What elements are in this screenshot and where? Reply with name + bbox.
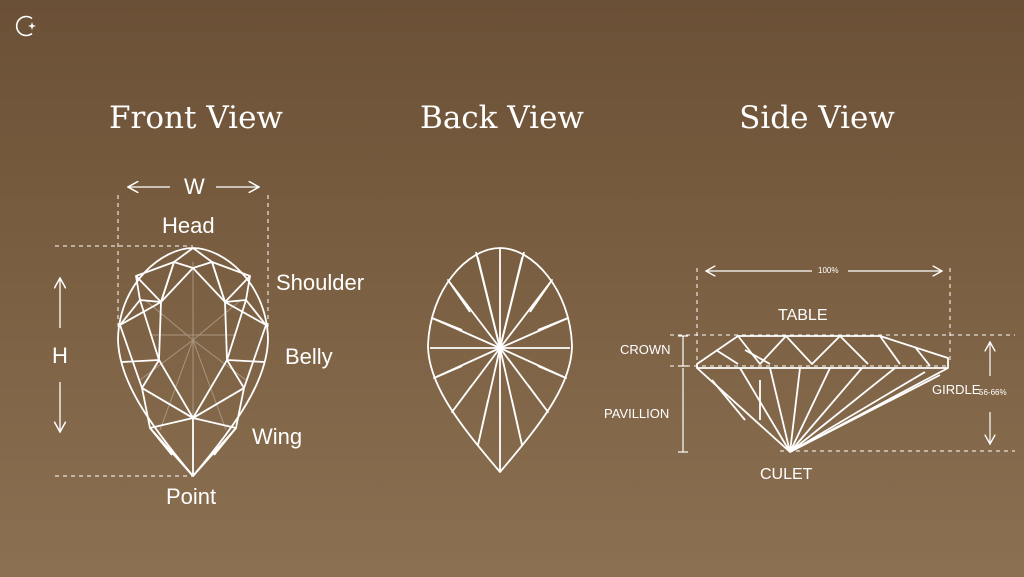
side-view-diagram <box>670 268 1015 453</box>
back-view-title: Back View <box>420 100 584 136</box>
front-facets <box>117 247 269 477</box>
head-label: Head <box>162 213 215 238</box>
width-label: W <box>184 174 205 199</box>
front-view-diagram <box>55 187 269 477</box>
shoulder-label: Shoulder <box>276 270 365 295</box>
culet-label: CULET <box>760 466 813 483</box>
moon-star-icon <box>15 15 36 37</box>
front-faint-facets <box>139 262 247 465</box>
back-view-diagram <box>427 247 573 473</box>
crown-bracket <box>678 335 688 367</box>
total-width-label: 100% <box>818 266 839 275</box>
height-label: H <box>52 343 68 368</box>
front-dimension-guides <box>55 195 269 477</box>
wing-label: Wing <box>252 424 303 449</box>
side-view-title: Side View <box>739 100 895 136</box>
front-view-title: Front View <box>109 100 283 136</box>
side-dimension-guides <box>670 268 1015 452</box>
side-profile-facets <box>696 335 949 453</box>
pavilion-bracket <box>678 368 688 453</box>
depth-label: 56-66% <box>979 388 1007 397</box>
table-label: TABLE <box>778 307 828 324</box>
point-label: Point <box>166 484 217 509</box>
back-pavilion-facets <box>430 248 570 472</box>
pavilion-label: PAVILLION <box>604 406 670 421</box>
girdle-label: GIRDLE <box>932 382 981 397</box>
crown-label: CROWN <box>620 342 671 357</box>
belly-label: Belly <box>285 344 333 369</box>
